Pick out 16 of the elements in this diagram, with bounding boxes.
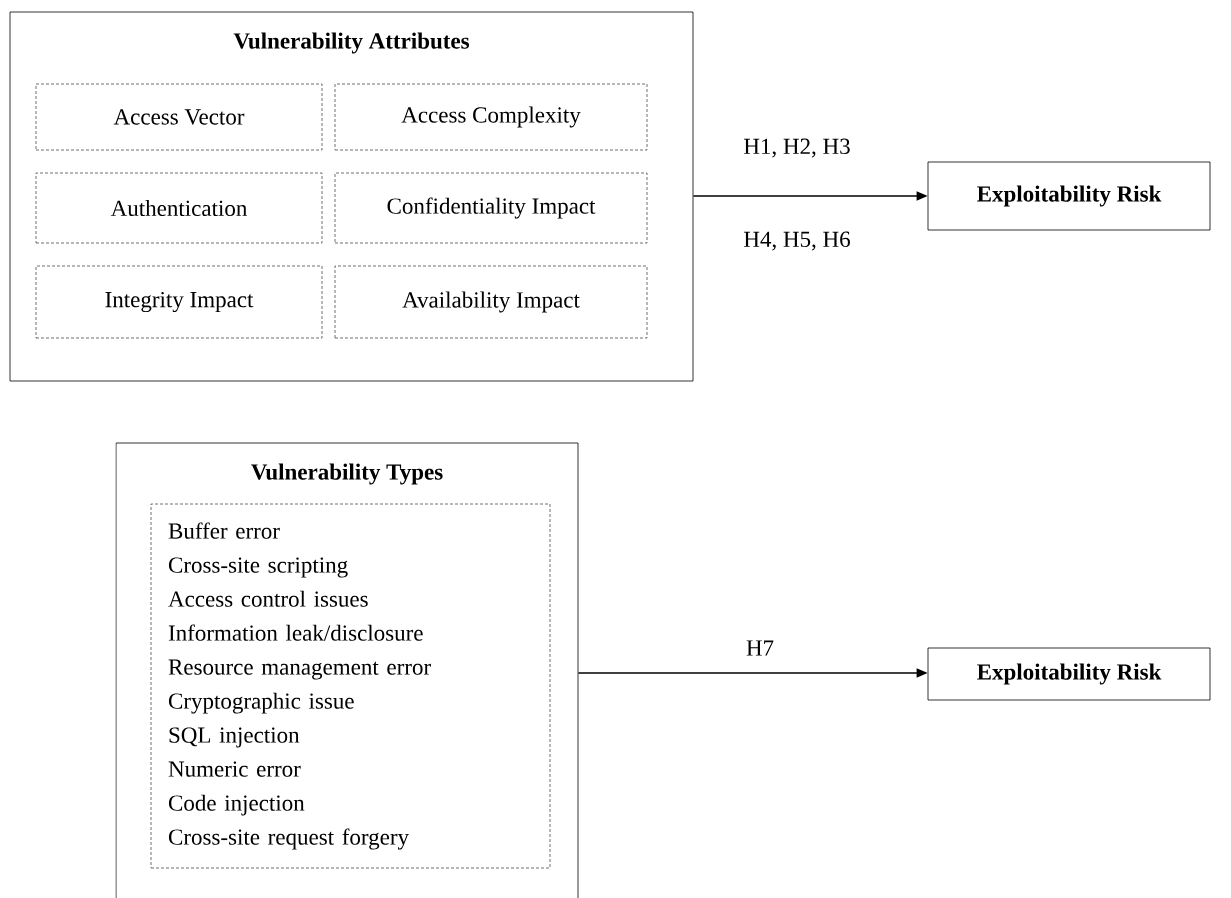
attribute-box: Access Complexity: [334, 83, 648, 151]
outcome-box: Exploitability Risk: [927, 161, 1211, 231]
edge-label: H7: [744, 639, 776, 657]
type-list-box: Buffer error Cross-site scripting Access control issues Information leak/disclosure Resource management error Cryptographic issue SQL injection Numeric error Code injection Cross-site request forgery: [150, 503, 551, 869]
outcome-box: Exploitability Risk: [927, 647, 1211, 701]
attribute-box: Confidentiality Impact: [334, 172, 648, 244]
attribute-box: Integrity Impact: [35, 265, 323, 339]
group-box: [9, 11, 694, 382]
attribute-box: Authentication: [35, 172, 323, 244]
hypothesis-label: H4, H5, H6: [742, 230, 852, 252]
group-box: [115, 442, 579, 898]
attribute-box: Access Vector: [35, 83, 323, 151]
heading: Vulnerability Attributes: [233, 32, 470, 54]
edge-label: H1, H2, H3: [742, 137, 852, 159]
heading: Vulnerability Types: [251, 463, 443, 485]
attribute-box: Availability Impact: [334, 265, 648, 339]
